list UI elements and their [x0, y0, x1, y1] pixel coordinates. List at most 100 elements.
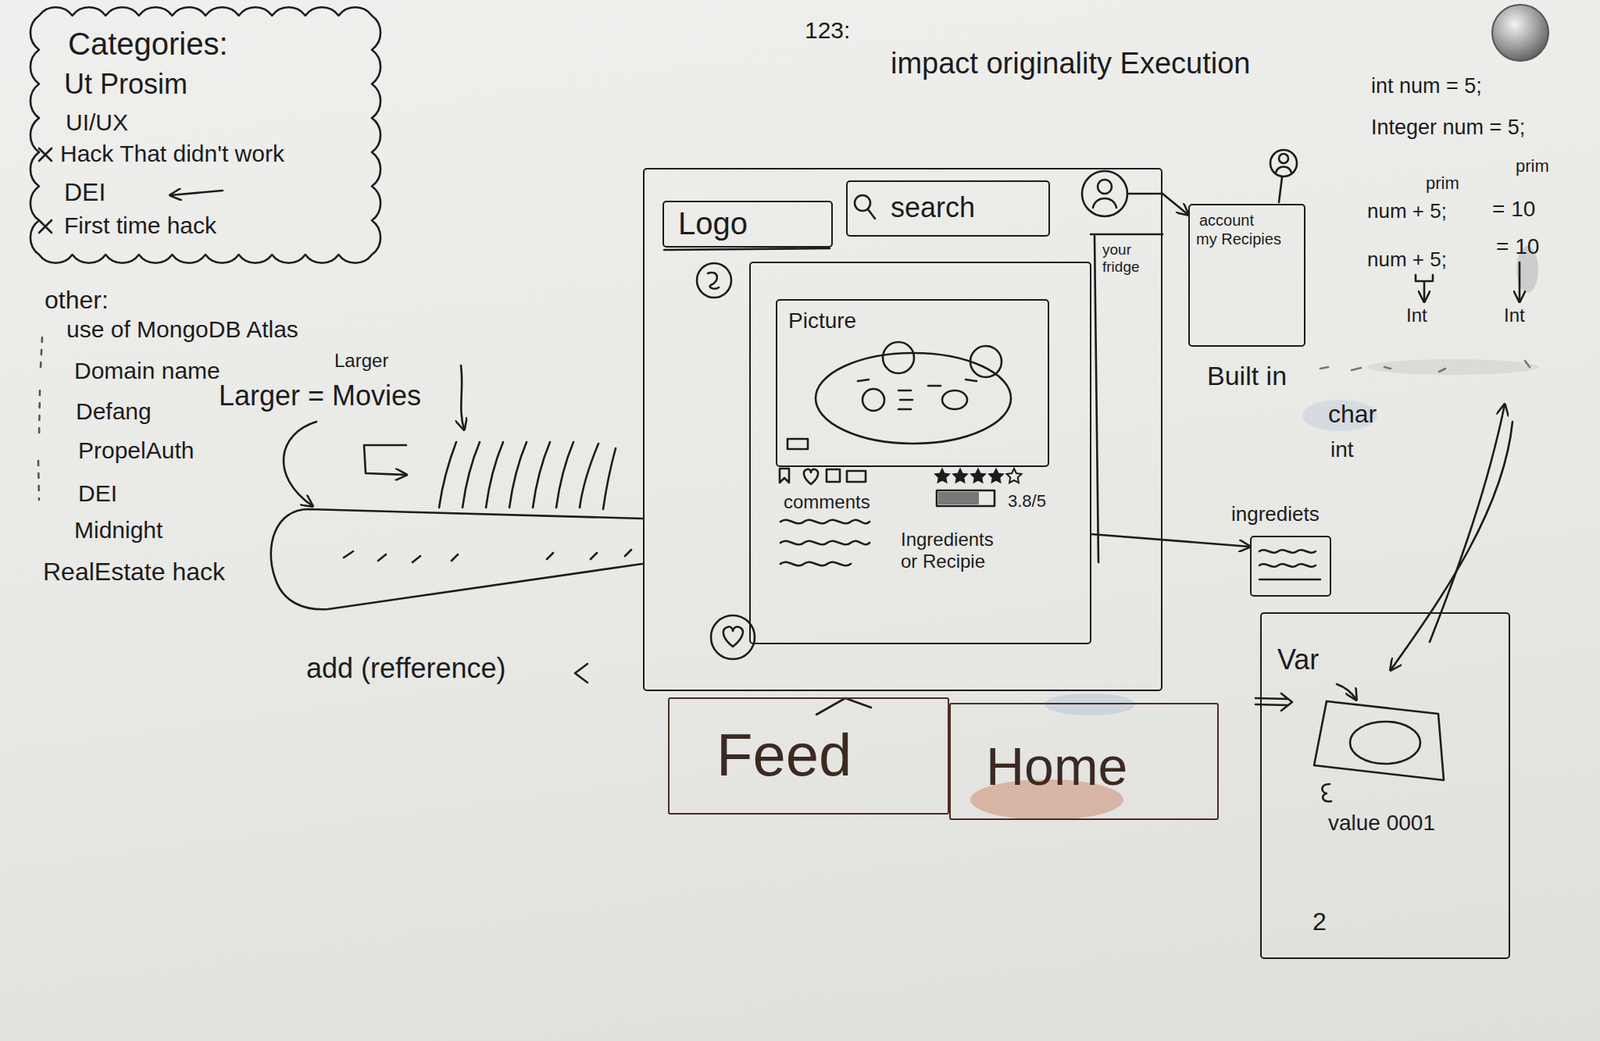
tab-label: Home: [985, 735, 1128, 797]
category-item: DEI: [64, 178, 106, 208]
picture-box: Picture: [775, 299, 1050, 468]
picture-label: Picture: [788, 308, 857, 334]
value-oval: [1350, 721, 1421, 765]
pointer-arrow: [1336, 684, 1357, 700]
comment-lines: [780, 520, 870, 567]
erased-strokes: [1320, 360, 1530, 372]
box-heading: ingrediets: [1231, 503, 1320, 527]
search-bar: search: [846, 180, 1050, 237]
list-item: Domain name: [74, 357, 221, 386]
down-arrow: [1423, 282, 1426, 302]
comments-label: comments: [783, 491, 871, 514]
step-number: 2: [1312, 907, 1327, 937]
bookmark-icon: [779, 468, 790, 483]
rating-stars: [935, 468, 1022, 483]
list-heading: other:: [44, 285, 109, 315]
ingredients-link: Ingredients or Recipie: [900, 528, 1004, 572]
sidebar-label: your fridge: [1102, 241, 1158, 276]
margin-dashes: [38, 337, 43, 500]
band-dashes: [343, 550, 632, 563]
pointer-arrow: [170, 190, 223, 196]
heart-icon: [723, 627, 743, 647]
connector-arrow: [1162, 193, 1189, 215]
connector-arrow: [1091, 534, 1250, 547]
movies-band: [271, 509, 643, 610]
code-note: Built in: [1207, 360, 1287, 392]
list-item: use of MongoDB Atlas: [66, 316, 299, 344]
comment-icon: [826, 469, 840, 483]
logo-box: Logo: [662, 200, 833, 248]
variable-label: Var: [1277, 643, 1319, 676]
account-icon: [1270, 150, 1297, 177]
code-result: = 10: [1492, 196, 1536, 222]
pizza-dashes: [857, 379, 977, 410]
account-head: [1278, 153, 1289, 164]
code-line: int num = 5;: [1371, 74, 1483, 99]
image-icon: [787, 439, 808, 450]
account-panel: accountmy Recipies: [1188, 203, 1306, 347]
annotation: Larger: [334, 350, 389, 372]
cloud-outline-path: [30, 7, 381, 264]
memory-cell: [1314, 701, 1444, 781]
magnifier-handle: [867, 209, 875, 219]
code-line: num + 5;: [1367, 200, 1447, 224]
variable-box: Var value 0001 2: [1260, 612, 1511, 960]
code-line: Integer num = 5;: [1371, 115, 1525, 140]
curved-arrow: [460, 365, 465, 430]
curved-arrow: [1429, 404, 1505, 643]
list-item: Midnight: [74, 517, 163, 545]
phone-frame: your fridge Logo search comments3.8/5Ingred…: [642, 167, 1163, 692]
category-item: Hack That didn't work: [60, 140, 285, 168]
account-stem: [1278, 177, 1283, 203]
criteria-note: impact originality Execution: [890, 46, 1250, 82]
cloud-heading: Categories:: [67, 25, 229, 62]
curved-arrow: [1390, 421, 1513, 671]
recipe-post-card: comments3.8/5Ingredients or RecipiePictu…: [749, 261, 1092, 645]
tab-label: Feed: [716, 721, 852, 790]
annotation: Larger = Movies: [218, 379, 422, 412]
brace-mark: [1321, 784, 1332, 802]
star-icon: [989, 468, 1004, 483]
feed-tab: Feed: [667, 697, 950, 815]
list-item: PropelAuth: [78, 437, 194, 465]
profile-head: [1097, 179, 1112, 194]
ink-strokes: [38, 148, 1530, 802]
list-item: RealEstate hack: [42, 557, 225, 587]
star-icon: [1007, 468, 1022, 483]
list-item: Defang: [75, 398, 152, 426]
bracket-mark: [1415, 275, 1433, 282]
panel-item: my Recipies: [1196, 230, 1282, 249]
fridge-divider: [1090, 234, 1163, 563]
category-item: UI/UX: [65, 109, 129, 137]
type-name: Int: [1406, 304, 1428, 327]
bracket-arrow: [364, 445, 407, 475]
list-item: DEI: [78, 480, 118, 508]
share-icon: [846, 471, 866, 483]
value-label: value 0001: [1328, 810, 1436, 836]
caret-mark: [816, 698, 872, 715]
avatar-circle: [696, 263, 732, 298]
ingredient-lines: [1259, 550, 1321, 580]
type-name: char: [1328, 400, 1377, 429]
page-number: 123:: [804, 17, 850, 45]
pizza-topping: [882, 342, 915, 374]
category-cloud: Categories:Ut ProsimUI/UXHack That didn'…: [28, 5, 383, 265]
rating-fill: [938, 492, 979, 505]
code-note: prim: [1425, 173, 1460, 193]
pizza-topping: [970, 346, 1002, 378]
movie-strokes: [439, 442, 616, 510]
pointer-mark: [575, 664, 588, 683]
pizza-topping: [862, 389, 885, 411]
logo-underline: [664, 248, 830, 250]
account-shoulders: [1275, 167, 1292, 174]
pizza-topping: [942, 390, 968, 410]
star-icon: [971, 468, 986, 483]
blue-smudge: [1044, 693, 1136, 716]
code-line: num + 5;: [1367, 248, 1447, 272]
curved-arrow: [283, 421, 317, 507]
magnet: [1492, 4, 1549, 61]
down-arrow: [1518, 262, 1522, 302]
avatar-scribble: [707, 272, 719, 290]
ingredients-box: ingrediets: [1250, 535, 1332, 597]
